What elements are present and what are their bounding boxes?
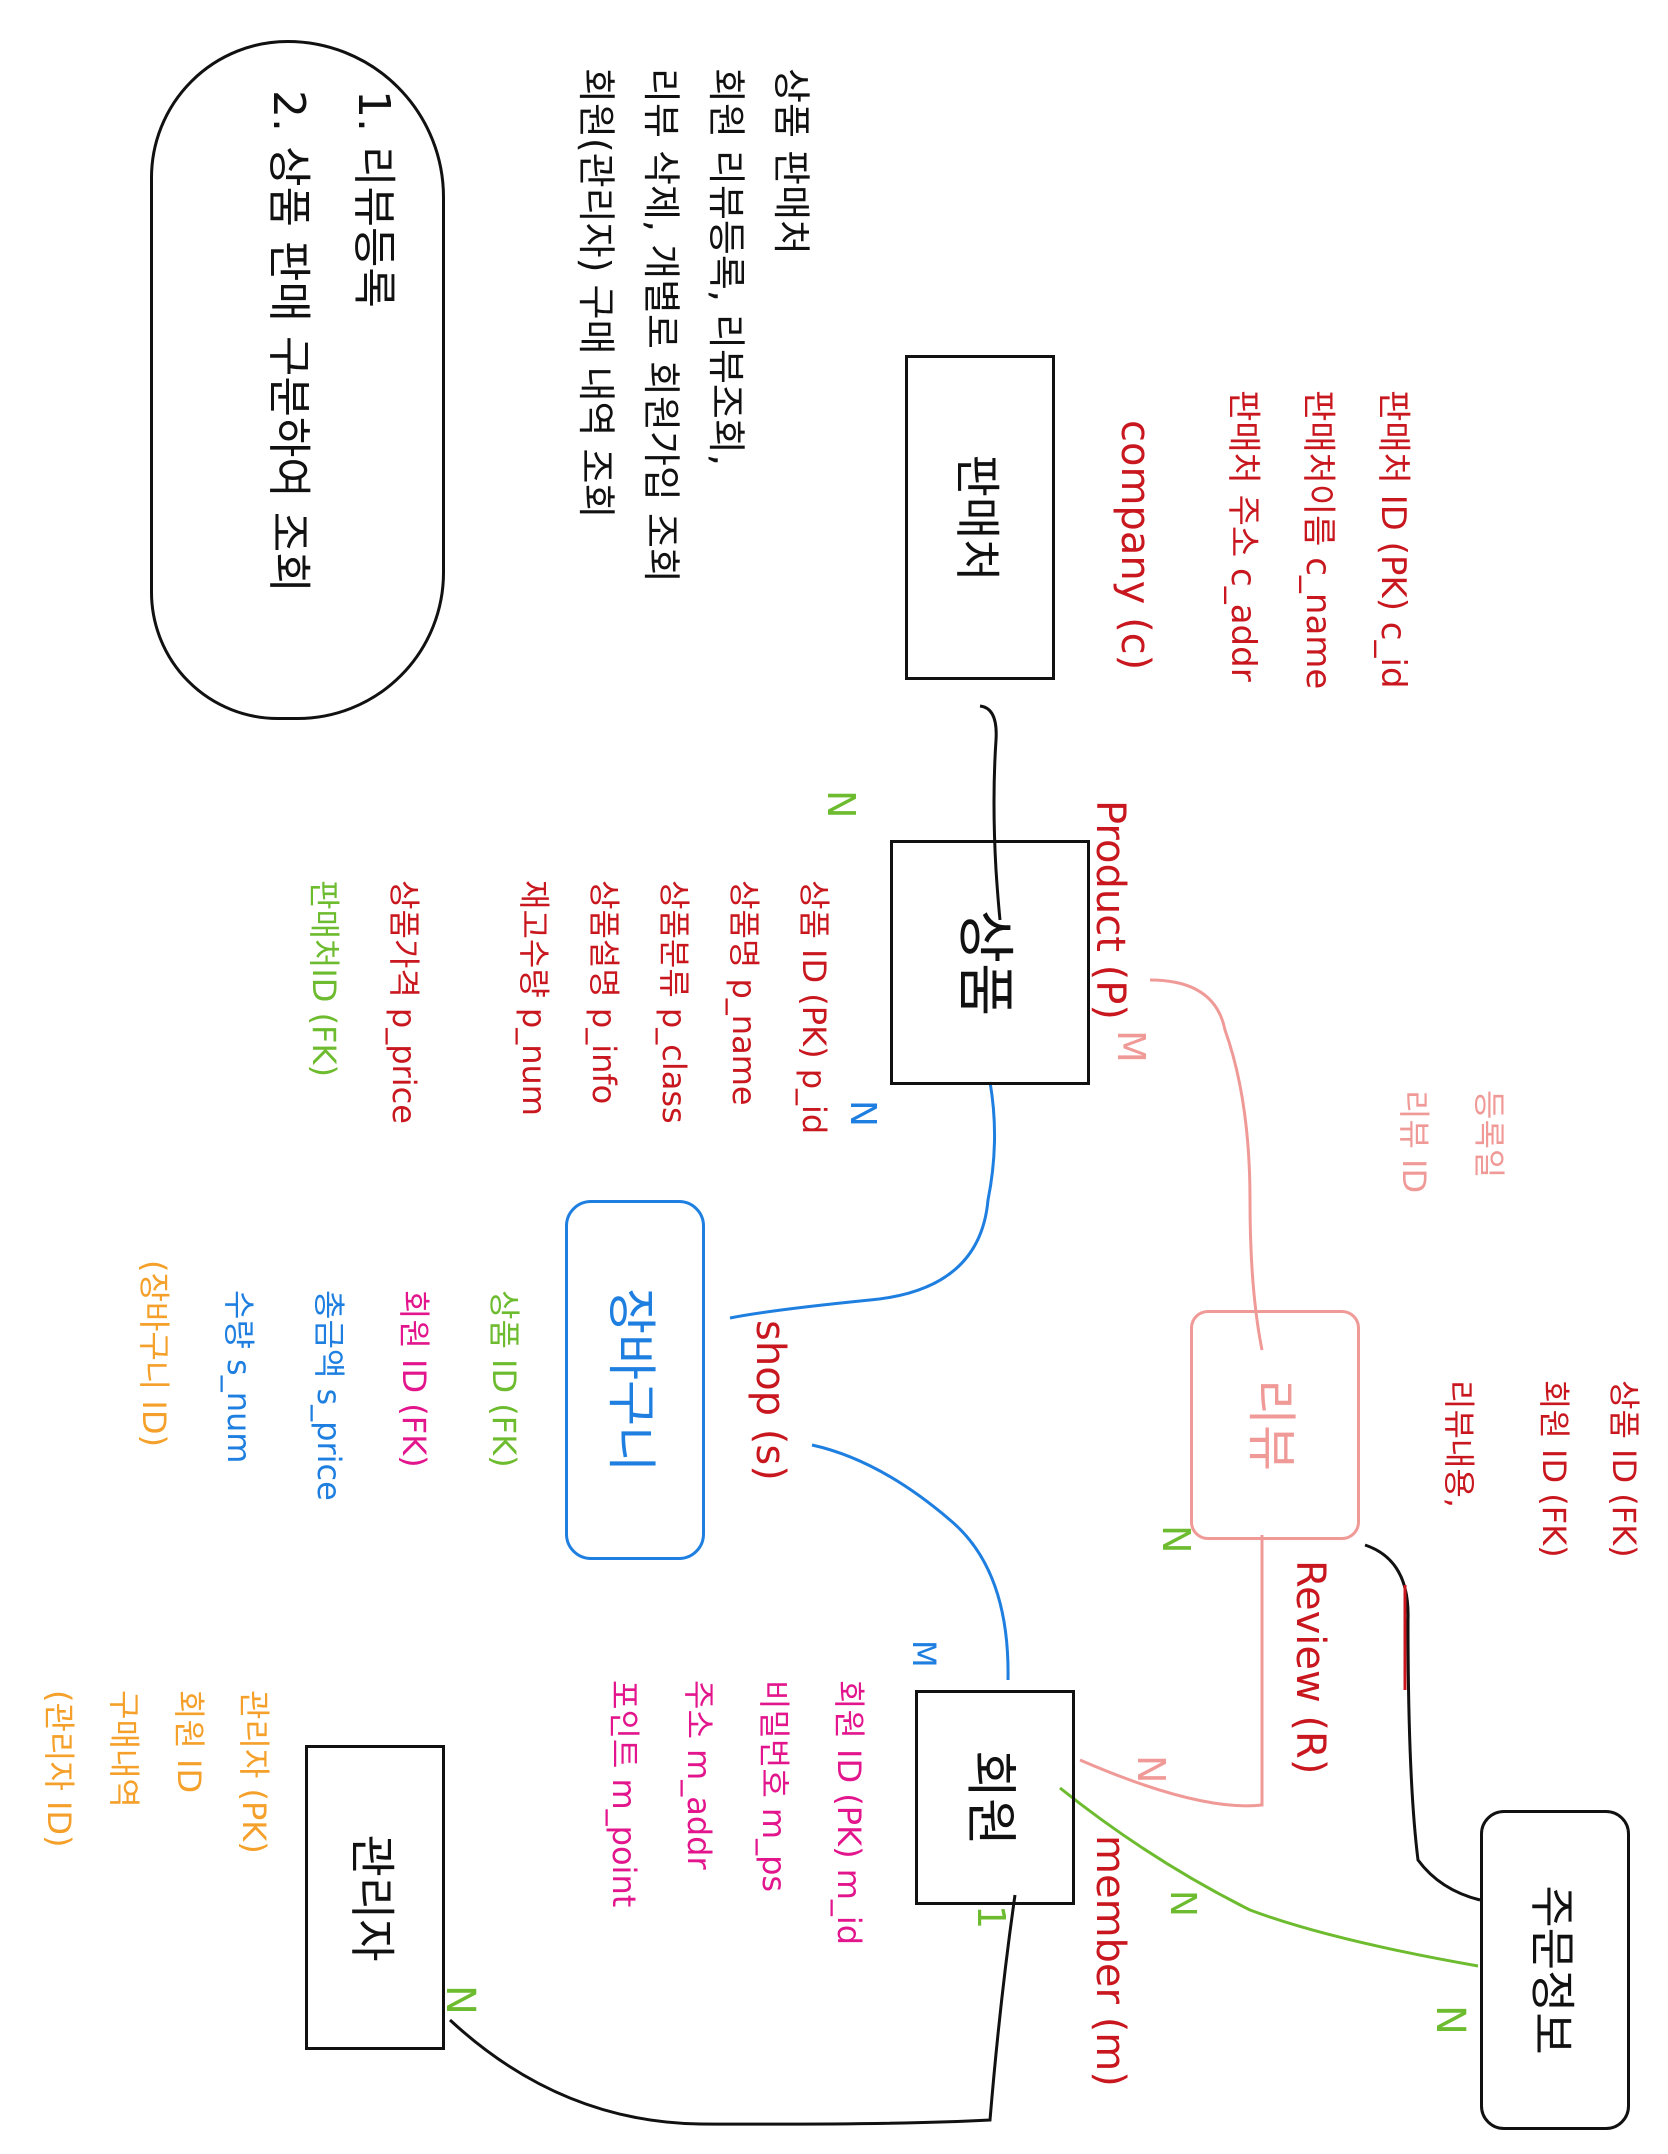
entity-company-label: 판매처 <box>950 454 1004 581</box>
line-company-product <box>979 704 1002 921</box>
admin-attr-3: 구매내역 <box>105 1690 143 1808</box>
shop-name: shop (s) <box>747 1320 793 1481</box>
entity-product-label: 상품 <box>951 909 1019 1016</box>
product-attr-2: 상품명 p_name <box>725 880 763 1106</box>
product-attr-7: 판매처ID (FK) <box>305 880 343 1077</box>
shop-attr-1: 상품 ID (FK) <box>485 1290 523 1468</box>
entity-product-box[interactable]: 상품 <box>890 840 1090 1085</box>
line-review-order <box>1364 1543 1481 1902</box>
entity-review-box[interactable]: 리뷰 <box>1190 1310 1360 1540</box>
shop-attr-3: 총금액 s_price <box>310 1290 348 1501</box>
product-attr-4: 상품설명 p_info <box>585 880 623 1105</box>
note-line-2: 리뷰 삭제, 개별로 회원가입 조회 <box>639 68 683 583</box>
note-header: 상품 판매처 <box>769 68 813 255</box>
entity-shop-label: 장바구니 <box>602 1288 660 1472</box>
todo-item-2: 2. 상품 판매 구분하여 조회 <box>263 90 314 593</box>
product-attr-5: 재고수량 p_num <box>515 880 553 1116</box>
line-product-review <box>1149 978 1264 1351</box>
product-name: Product (P) <box>1087 800 1133 1020</box>
todo-bubble <box>150 40 445 720</box>
entity-member-box[interactable]: 회원 <box>915 1690 1075 1905</box>
admin-attr-1: 관리자 (PK) <box>235 1690 273 1854</box>
line-shop-member <box>811 1443 1010 1681</box>
review-attr-5: 리뷰 ID <box>1395 1090 1433 1194</box>
card-member-admin: N <box>437 1985 483 2015</box>
member-name: member (m) <box>1087 1835 1133 2087</box>
product-attr-6: 상품가격 p_price <box>385 880 423 1124</box>
admin-attr-2: 회원 ID <box>170 1690 208 1794</box>
line-member-order <box>1059 1786 1479 1968</box>
review-attr-4: 등록일 <box>1470 1090 1508 1179</box>
entity-admin-box[interactable]: 관리자 <box>305 1745 445 2050</box>
company-name: company (c) <box>1112 420 1158 671</box>
review-attr-1: 상품 ID (FK) <box>1605 1380 1643 1558</box>
entity-member-label: 회원 <box>959 1749 1020 1846</box>
todo-item-1: 1. 리뷰등록 <box>348 90 399 308</box>
line-product-shop <box>729 1081 997 1320</box>
entity-order-box[interactable]: 주문정보 <box>1480 1810 1630 2130</box>
card-member-review: N <box>1129 1755 1173 1784</box>
company-attr-2: 판매처이름 c_name <box>1298 390 1338 690</box>
review-attr-3: 리뷰내용, <box>1440 1380 1478 1508</box>
line-member-admin <box>448 1894 1017 2126</box>
member-attr-2: 비밀번호 m_ps <box>755 1680 793 1893</box>
member-attr-3: 주소 m_addr <box>680 1680 718 1870</box>
entity-shop-box[interactable]: 장바구니 <box>565 1200 705 1560</box>
review-name: Review (R) <box>1287 1560 1333 1775</box>
entity-admin-label: 관리자 <box>345 1834 399 1961</box>
company-attr-1: 판매처 ID (PK) c_id <box>1373 390 1413 689</box>
card-product-review: M <box>1109 1030 1153 1063</box>
card-product-shop: N <box>842 1100 883 1127</box>
note-line-1: 회원 리뷰등록, 리뷰조회, <box>704 68 748 466</box>
shop-attr-2: 회원 ID (FK) <box>395 1290 433 1468</box>
member-attr-4: 포인트 m_point <box>605 1680 643 1908</box>
entity-order-label: 주문정보 <box>1525 1885 1579 2055</box>
card-company-product: N <box>819 790 863 819</box>
shop-attr-4: 수량 s_num <box>220 1290 258 1464</box>
card-member-order-n: N <box>1162 1890 1203 1917</box>
card-member-order: 1 <box>969 1905 1013 1930</box>
card-shop-member: M <box>905 1640 943 1668</box>
product-attr-1: 상품 ID (PK) p_id <box>795 880 833 1135</box>
entity-company-box[interactable]: 판매처 <box>905 355 1055 680</box>
note-line-3: 회원(관리자) 구매 내역 조회 <box>574 68 618 519</box>
member-attr-1: 회원 ID (PK) m_id <box>830 1680 868 1946</box>
product-attr-3: 상품분류 p_class <box>655 880 693 1124</box>
review-attr-2: 회원 ID (FK) <box>1535 1380 1573 1558</box>
shop-attr-5: (장바구니 ID) <box>135 1260 173 1447</box>
card-order-member: N <box>1427 2005 1473 2035</box>
line-review-member <box>1079 1535 1264 1808</box>
admin-attr-4: (관리자 ID) <box>40 1690 78 1848</box>
card-review-order: N <box>1154 1525 1198 1554</box>
entity-review-label: 리뷰 <box>1242 1379 1300 1471</box>
company-attr-3: 판매처 주소 c_addr <box>1223 390 1263 682</box>
